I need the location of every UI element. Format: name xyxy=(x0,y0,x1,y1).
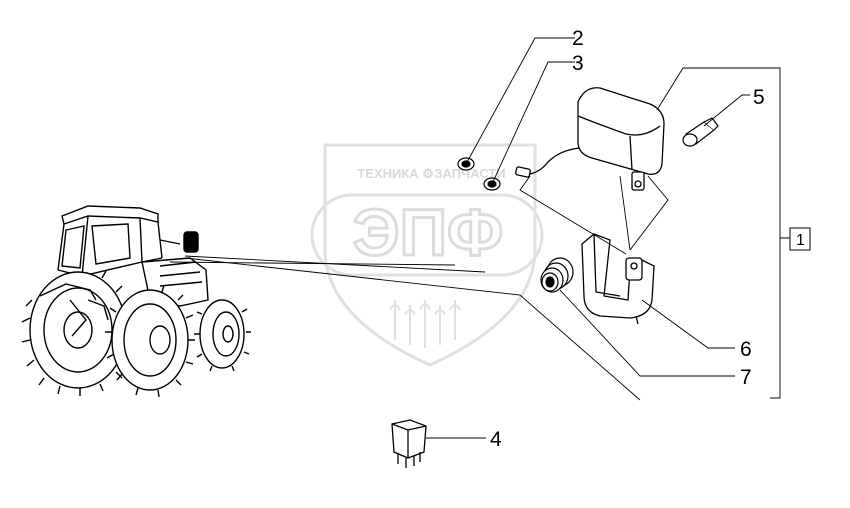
callout-4: 4 xyxy=(490,428,502,451)
callout-7: 7 xyxy=(740,366,752,389)
watermark-top-text-right: ЗАПЧАСТИ xyxy=(434,166,505,181)
callout-5: 5 xyxy=(753,86,765,109)
watermark-logo: ТЕХНИКА ⚙ ЗАПЧАСТИ ЭПФ xyxy=(310,143,544,367)
callout-2: 2 xyxy=(572,27,584,50)
leader-lines-tractor xyxy=(169,255,641,401)
watermark-logo-text: ЭПФ xyxy=(353,195,504,269)
callout-1: 1 xyxy=(796,232,805,249)
tractor-illustration xyxy=(21,205,251,398)
callout-3: 3 xyxy=(572,52,584,75)
callout-1-box xyxy=(789,227,811,251)
watermark-wheat-icon xyxy=(389,300,461,348)
callout-leaders xyxy=(426,37,790,439)
part-7-grommet xyxy=(540,257,574,293)
part-4-relay xyxy=(391,419,427,468)
watermark-gear-icon: ⚙ xyxy=(422,166,434,181)
watermark-top-text: ТЕХНИКА xyxy=(357,166,419,181)
part-6-bracket xyxy=(581,233,655,325)
part-5-bulb xyxy=(682,117,719,147)
part-1-lamp-housing xyxy=(515,87,665,191)
callout-6: 6 xyxy=(740,338,752,361)
